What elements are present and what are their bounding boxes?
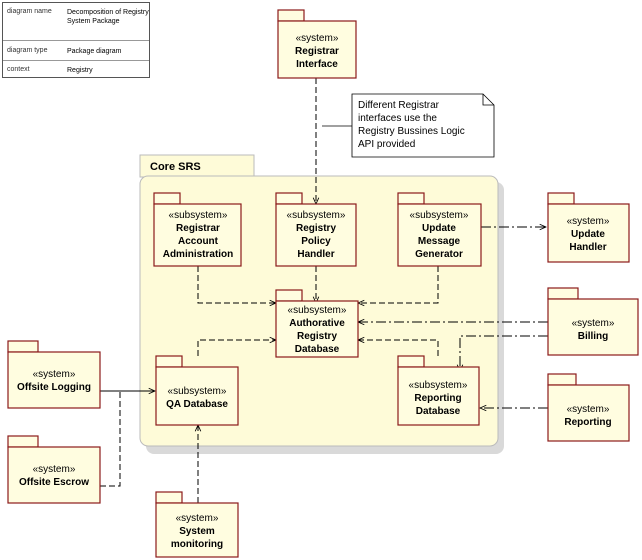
connector-qa-authdb [197,340,276,356]
stereotype-label: «subsystem» [288,305,347,316]
package-name: Billing [578,331,609,342]
note[interactable]: Different Registrar interfaces use the R… [351,93,495,158]
note-body [351,93,495,158]
pkg-billing[interactable]: «system» Billing [547,287,639,356]
stereotype-label: «system» [176,513,219,524]
pkg-authorative-registry-database[interactable]: «subsystem» Authorative Registry Databas… [275,289,359,358]
pkg-registrar-interface[interactable]: «system» Registrar Interface [277,9,357,79]
pkg-offsite-logging[interactable]: «system» Offsite Logging [7,340,101,409]
package-name: Handler [297,249,334,260]
stereotype-label: «subsystem» [168,386,227,397]
stereotype-label: «subsystem» [410,210,469,221]
pkg-reporting-database[interactable]: «subsystem» Reporting Database [397,355,480,426]
meta-key: diagram name [7,8,52,15]
meta-value: Package diagram [67,48,122,55]
package-name: Registrar [176,223,220,234]
package-name: Update [422,223,456,234]
stereotype-label: «system» [296,33,339,44]
pkg-registrar-account-administration[interactable]: «subsystem» Registrar Account Administra… [153,192,242,267]
package-name: Reporting [414,393,461,404]
pkg-qa-database[interactable]: «subsystem» QA Database [155,355,239,426]
connector-billing-reportingdb [460,335,548,371]
meta-key: context [7,66,30,73]
package-name: Authorative [289,318,345,329]
connector-reportingdb-authdb [358,340,439,356]
package-name: Administration [163,249,234,260]
package-name: Database [295,344,340,355]
note-line: interfaces use the [358,113,437,124]
package-name: Policy [301,236,331,247]
package-name: Generator [415,249,463,260]
stereotype-label: «system» [572,318,615,329]
package-name: Registrar [295,46,339,57]
pkg-offsite-escrow[interactable]: «system» Offsite Escrow [7,435,101,504]
package-name: Account [178,236,219,247]
diagram-metadata-table: diagram name Decomposition of Registry S… [2,2,150,78]
package-name: Registry [297,331,337,342]
stereotype-label: «subsystem» [287,210,346,221]
note-line: API provided [358,139,415,150]
connectors [100,78,548,503]
stereotype-label: «subsystem» [169,210,228,221]
package-name: Message [418,236,461,247]
meta-value: Registry [67,67,93,74]
pkg-registry-policy-handler[interactable]: «subsystem» Registry Policy Handler [275,192,357,267]
stereotype-label: «system» [33,464,76,475]
note-line: Registry Bussines Logic [358,126,465,137]
package-name: monitoring [171,539,223,550]
connector-update-authdb [358,266,439,303]
package-name: System [179,526,215,537]
pkg-update-message-generator[interactable]: «subsystem» Update Message Generator [397,192,482,267]
pkg-reporting[interactable]: «system» Reporting [547,373,630,442]
package-name: Reporting [564,417,611,428]
meta-key: diagram type [7,47,48,54]
package-name: Registry [296,223,336,234]
connector-account-authdb [197,266,276,303]
package-name: Handler [569,242,606,253]
package-name: Offsite Escrow [19,477,89,488]
meta-value: Decomposition of Registry System Package [67,9,149,25]
package-name: Interface [296,59,338,70]
stereotype-label: «system» [567,404,610,415]
stereotype-label: «system» [33,369,76,380]
meta-row-context: context Registry [3,61,149,79]
package-name: Offsite Logging [17,382,91,393]
stereotype-label: «subsystem» [409,380,468,391]
pkg-system-monitoring[interactable]: «system» System monitoring [155,491,239,558]
note-line: Different Registrar [358,100,440,111]
meta-row-diagram-name: diagram name Decomposition of Registry S… [3,3,149,41]
connector-escrow-qa [100,391,121,487]
core-label: Core SRS [150,161,201,173]
pkg-update-handler[interactable]: «system» Update Handler [547,192,630,263]
package-name: Update [571,229,605,240]
package-name: QA Database [166,399,228,410]
stereotype-label: «system» [567,216,610,227]
meta-row-diagram-type: diagram type Package diagram [3,41,149,61]
package-name: Database [416,406,461,417]
note-fold [482,94,494,106]
